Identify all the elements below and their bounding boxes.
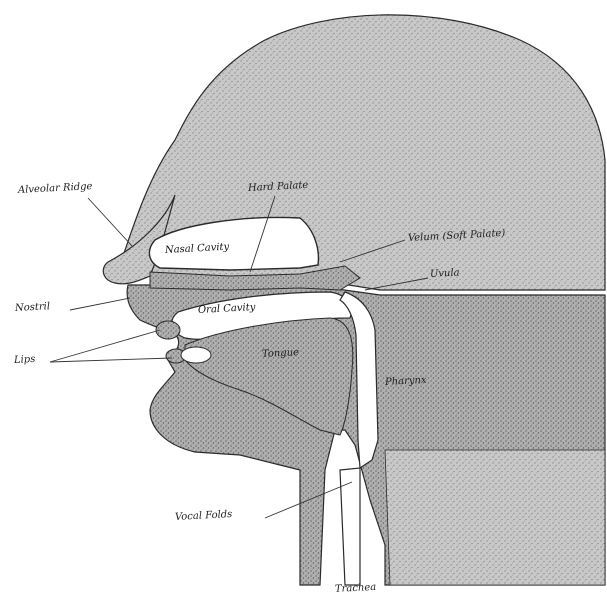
neck-region xyxy=(385,450,605,585)
label-lips: Lips xyxy=(14,355,36,366)
leader-lips-upper xyxy=(50,330,160,362)
leader-alveolar-ridge xyxy=(88,198,132,246)
label-trachea: Trachea xyxy=(335,583,377,595)
label-tongue: Tongue xyxy=(262,348,300,360)
label-nostril: Nostril xyxy=(15,302,51,314)
leader-lips-lower xyxy=(50,358,172,362)
label-uvula: Uvula xyxy=(430,268,460,280)
mouth-gap xyxy=(181,347,211,363)
leader-nostril xyxy=(70,298,130,310)
